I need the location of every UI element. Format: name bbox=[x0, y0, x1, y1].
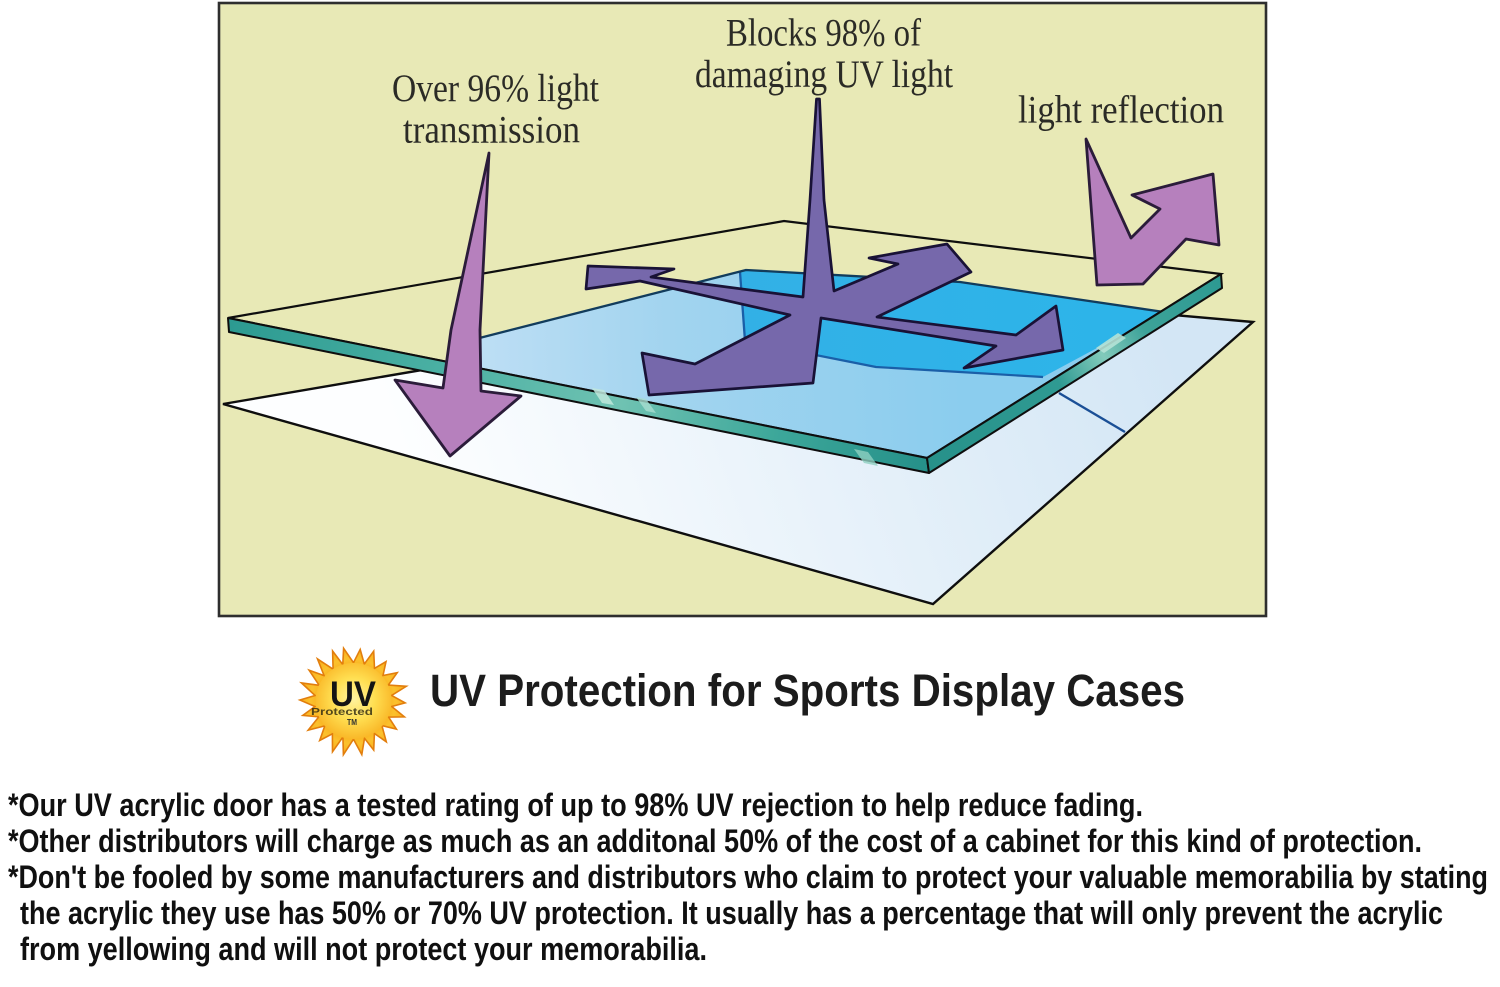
svg-text:from yellowing and will not pr: from yellowing and will not protect your… bbox=[20, 931, 707, 967]
svg-text:Protected: Protected bbox=[311, 706, 373, 718]
svg-text:transmission: transmission bbox=[403, 109, 580, 152]
svg-text:Over 96% light: Over 96% light bbox=[392, 67, 599, 110]
svg-text:damaging UV light: damaging UV light bbox=[695, 53, 953, 96]
svg-text:*Don't be fooled by some manuf: *Don't be fooled by some manufacturers a… bbox=[8, 859, 1488, 895]
svg-text:*Our UV acrylic door has a tes: *Our UV acrylic door has a tested rating… bbox=[8, 787, 1143, 823]
svg-text:UV Protection for Sports Displ: UV Protection for Sports Display Cases bbox=[430, 665, 1185, 716]
svg-text:Blocks 98% of: Blocks 98% of bbox=[726, 12, 921, 55]
svg-text:UV: UV bbox=[330, 675, 377, 714]
svg-text:TM: TM bbox=[347, 718, 357, 727]
svg-text:light reflection: light reflection bbox=[1018, 89, 1224, 132]
svg-text:the acrylic they use has 50% o: the acrylic they use has 50% or 70% UV p… bbox=[20, 895, 1443, 931]
svg-text:*Other distributors will charg: *Other distributors will charge as much … bbox=[8, 823, 1422, 859]
